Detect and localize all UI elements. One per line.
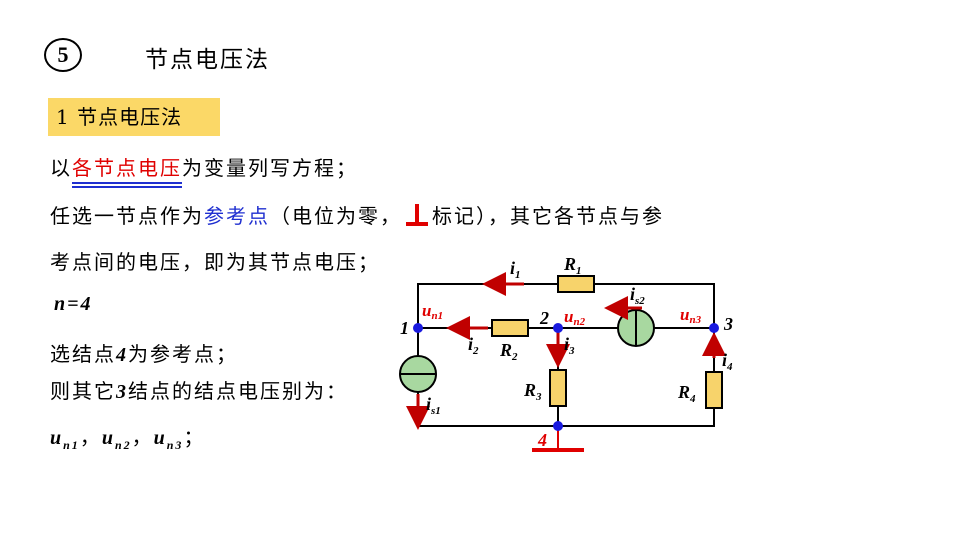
subsection-label: 1 节点电压法	[48, 98, 220, 136]
line6-prefix: 则其它	[50, 379, 116, 403]
text-line-2: 任选一节点作为参考点（电位为零， 标记），其它各节点与参	[50, 200, 664, 229]
line1-prefix: 以	[50, 156, 72, 180]
resistor-r2	[491, 319, 529, 337]
line1-suffix: 为变量列写方程；	[182, 156, 358, 180]
node-4-dot	[553, 421, 563, 431]
current-arrows	[406, 272, 726, 430]
label-r2: R2	[499, 340, 518, 363]
label-r4: R4	[677, 382, 696, 405]
un2-text: un2	[101, 427, 132, 452]
line5-num: 4	[116, 344, 128, 366]
label-i4: i4	[722, 350, 733, 373]
label-i3: i3	[564, 334, 575, 357]
label-r1: R1	[563, 254, 582, 277]
label-un3: un3	[680, 305, 702, 326]
current-source-is2	[617, 309, 655, 347]
text-line-6: 则其它3结点的结点电压别为：	[50, 375, 348, 404]
line2-mid: （电位为零，	[270, 204, 402, 228]
text-line-1: 以各节点电压为变量列写方程；	[50, 152, 358, 188]
text-line-5: 选结点4为参考点；	[50, 338, 238, 367]
node-label-4: 4	[537, 430, 547, 450]
section-title: 节点电压法	[145, 47, 270, 73]
separator: ，	[131, 425, 154, 449]
node-label-3: 3	[723, 314, 733, 334]
line5-suffix: 为参考点；	[128, 342, 238, 366]
line2-prefix: 任选一节点作为	[50, 204, 204, 228]
node-label-1: 1	[400, 318, 409, 338]
text-line-3: 考点间的电压，即为其节点电压；	[50, 250, 380, 274]
resistor-r4	[705, 371, 723, 409]
node-2-dot	[553, 323, 563, 333]
label-is1: is1	[426, 394, 441, 417]
node-voltage-list: un1，un2，un3；	[50, 421, 205, 453]
label-r3: R3	[523, 380, 542, 403]
un1-text: un1	[50, 427, 80, 452]
label-un2: un2	[564, 307, 586, 328]
label-un1: un1	[422, 301, 443, 322]
node-label-2: 2	[539, 308, 549, 328]
separator: ，	[79, 425, 102, 449]
reference-node-highlight: 参考点	[204, 204, 270, 228]
label-is2: is2	[630, 284, 645, 307]
list-end: ；	[183, 425, 206, 449]
circuit-diagram: 1 2 3 4 un1 un2 un3 R1 R2 R3 R4 i1 i2 i3…	[399, 254, 733, 452]
un3-text: un3	[153, 427, 184, 452]
section-number: 5	[44, 38, 82, 72]
node-voltage-highlight: 各节点电压	[72, 152, 182, 188]
resistor-r1	[557, 275, 595, 293]
current-source-is1	[399, 355, 437, 393]
line6-num: 3	[116, 381, 128, 403]
resistor-r3	[549, 369, 567, 407]
line2-suffix: 标记），其它各节点与参	[432, 204, 664, 228]
node-3-dot	[709, 323, 719, 333]
ground-symbol-icon	[406, 204, 428, 226]
node-1-dot	[413, 323, 423, 333]
label-i2: i2	[468, 334, 479, 357]
line6-suffix: 结点的结点电压别为：	[128, 379, 348, 403]
node-count: n=4	[54, 293, 93, 315]
line5-prefix: 选结点	[50, 342, 116, 366]
label-i1: i1	[510, 258, 521, 281]
